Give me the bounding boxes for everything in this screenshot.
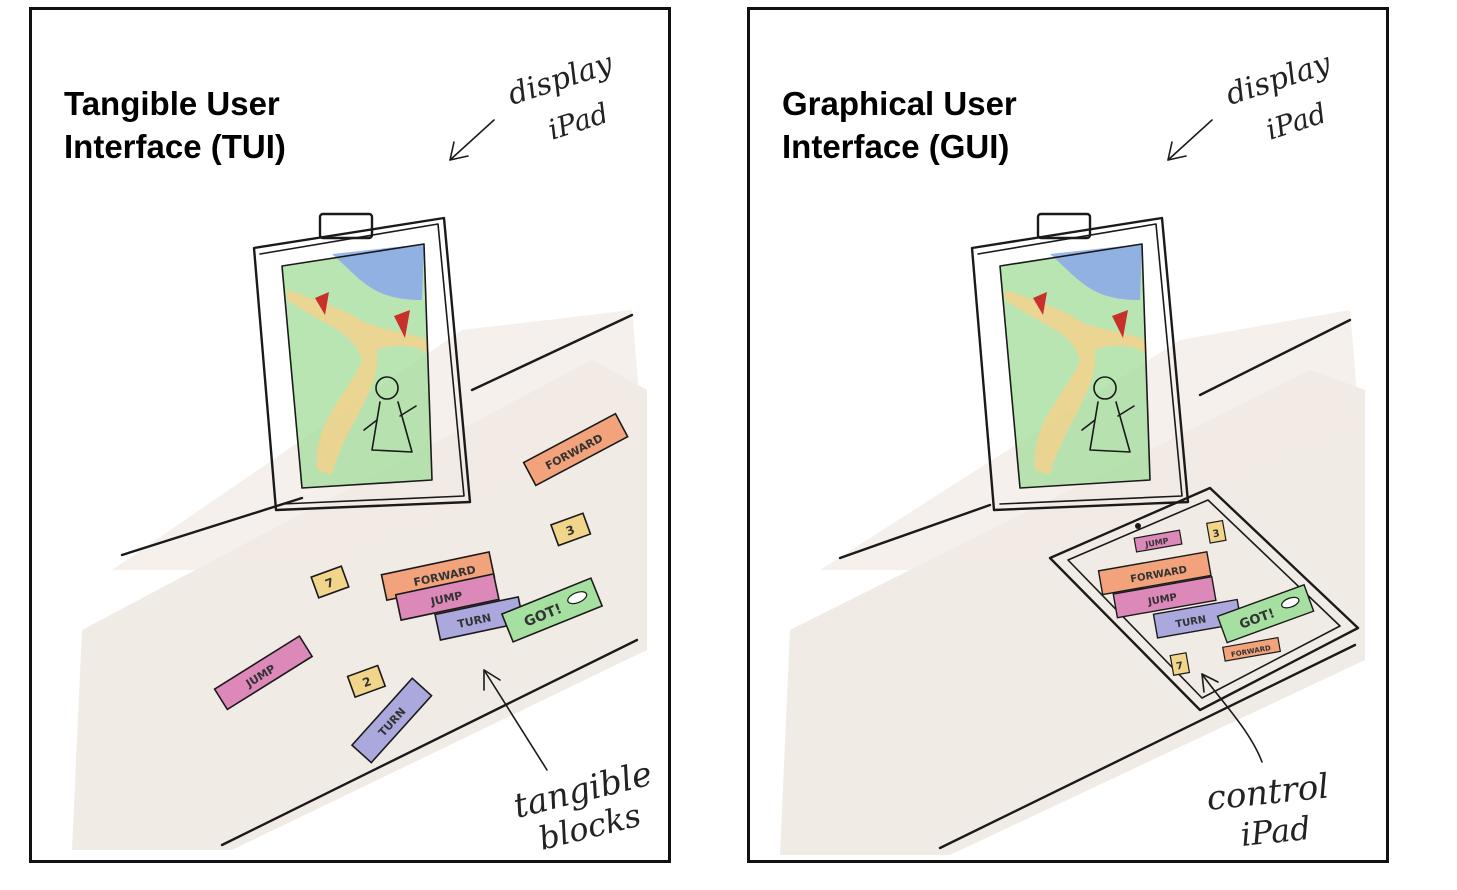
table-edge-lines — [120, 313, 639, 847]
table-edge-lines — [838, 318, 1357, 850]
blocks-arrow-head — [483, 669, 501, 691]
gui-title: Graphical User Interface (GUI) — [782, 82, 1017, 168]
control-note-line2: iPad — [1239, 809, 1312, 854]
gui-block-forward: FORWARD — [1097, 550, 1212, 596]
camera-dot — [1135, 523, 1141, 529]
stick-figure-icon — [363, 376, 417, 453]
strawberry-icon — [1112, 310, 1128, 338]
block-number-2: 2 — [346, 664, 387, 699]
tui-panel: Tangible User Interface (TUI) — [29, 7, 671, 863]
strawberry-icon — [1033, 292, 1047, 315]
display-screen-map — [999, 243, 1151, 489]
block-turn: TURN — [434, 595, 525, 641]
strawberry-icon — [315, 292, 329, 315]
block-number-7: 7 — [310, 565, 350, 599]
blocks-arrow — [483, 669, 548, 771]
svg-text:JUMP: JUMP — [1146, 592, 1178, 608]
gui-panel: Graphical User Interface (GUI) — [747, 7, 1389, 863]
gui-block-number-7: 7 — [1169, 652, 1191, 676]
control-arrow — [1201, 673, 1263, 763]
display-ipad — [970, 212, 1190, 512]
control-note-line1: control — [1205, 766, 1331, 819]
svg-text:3: 3 — [1212, 528, 1221, 540]
display-note: display iPad — [449, 46, 618, 161]
gui-block-bottom-forward: FORWARD — [1222, 636, 1282, 662]
display-ipad — [252, 212, 472, 512]
block-stack: FORWARD JUMP TURN GOT! — [380, 550, 604, 643]
display-screen-map — [281, 243, 433, 489]
display-note-line2: iPad — [544, 96, 612, 146]
display-note-line2: iPad — [1262, 96, 1330, 146]
tui-title-line2: Interface (TUI) — [64, 128, 286, 165]
display-arrow — [449, 119, 495, 161]
display-arrow — [1167, 119, 1213, 161]
block-loose-forward: FORWARD — [522, 412, 629, 487]
gui-sketch: display iPad JUMP 3 FORWARD — [780, 46, 1365, 855]
svg-text:7: 7 — [1175, 661, 1184, 673]
gui-block-got: GOT! — [1216, 583, 1315, 644]
gui-block-number-3: 3 — [1206, 519, 1227, 544]
tui-title: Tangible User Interface (TUI) — [64, 82, 286, 168]
display-arrow-head — [449, 141, 469, 161]
display-note: display iPad — [1167, 46, 1336, 161]
control-screen-blocks: JUMP 3 FORWARD JUMP TURN — [1097, 519, 1315, 676]
tui-sketch: display iPad FORWARD JUMP TURN GOT! — [72, 46, 656, 858]
display-arrow-head — [1167, 141, 1187, 161]
control-arrow-head — [1201, 673, 1219, 693]
tui-title-line1: Tangible User — [64, 85, 280, 122]
gui-block-jump: JUMP — [1112, 575, 1217, 619]
strawberry-icon — [394, 310, 410, 338]
block-jump: JUMP — [394, 572, 500, 622]
svg-text:JUMP: JUMP — [1144, 536, 1170, 549]
block-number-3: 3 — [549, 512, 592, 547]
block-forward: FORWARD — [380, 550, 496, 602]
gui-block-top-jump: JUMP — [1133, 529, 1183, 553]
svg-text:TURN: TURN — [1175, 614, 1207, 630]
stick-figure-icon — [1081, 376, 1135, 453]
control-ipad: JUMP 3 FORWARD JUMP TURN — [1048, 486, 1360, 712]
gui-title-line2: Interface (GUI) — [782, 128, 1010, 165]
gui-title-line1: Graphical User — [782, 85, 1017, 122]
